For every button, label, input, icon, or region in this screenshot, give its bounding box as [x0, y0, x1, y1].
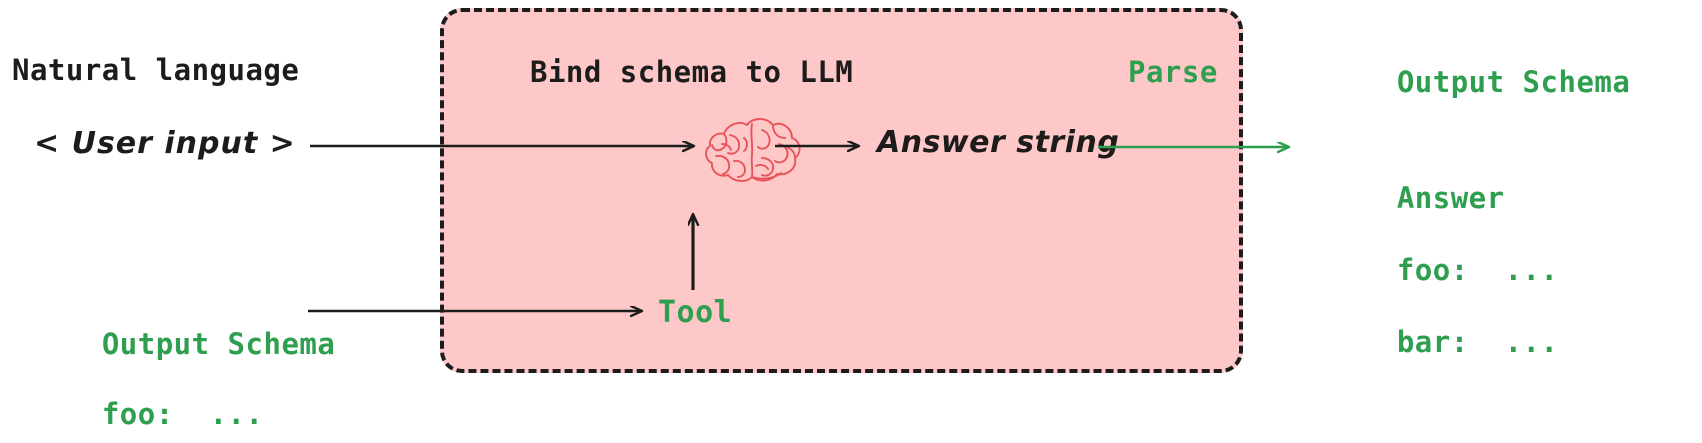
output-schema-field-foo: foo: ... — [1396, 253, 1559, 287]
output-schema-title: Output Schema — [1396, 65, 1631, 99]
input-schema-field-foo: foo: ... — [101, 397, 264, 431]
parse-label: Parse — [1128, 55, 1218, 89]
bind-schema-label: Bind schema to LLM — [530, 55, 854, 89]
spacer — [1325, 136, 1630, 144]
natural-language-heading: Natural language — [12, 53, 300, 87]
output-schema-field-bar: bar: ... — [1396, 325, 1559, 359]
output-answer-label: Answer — [1396, 181, 1505, 215]
input-schema-title: Output Schema — [101, 327, 336, 361]
input-output-schema-block: Output Schema foo: ... bar: ... — [30, 292, 335, 443]
answer-string-label: Answer string — [877, 125, 1120, 160]
brain-icon — [705, 118, 801, 182]
tool-label: Tool — [658, 295, 733, 330]
user-input-placeholder: < User input > — [34, 126, 296, 161]
output-schema-block: Output Schema Answer foo: ... bar: ... — [1325, 28, 1630, 396]
